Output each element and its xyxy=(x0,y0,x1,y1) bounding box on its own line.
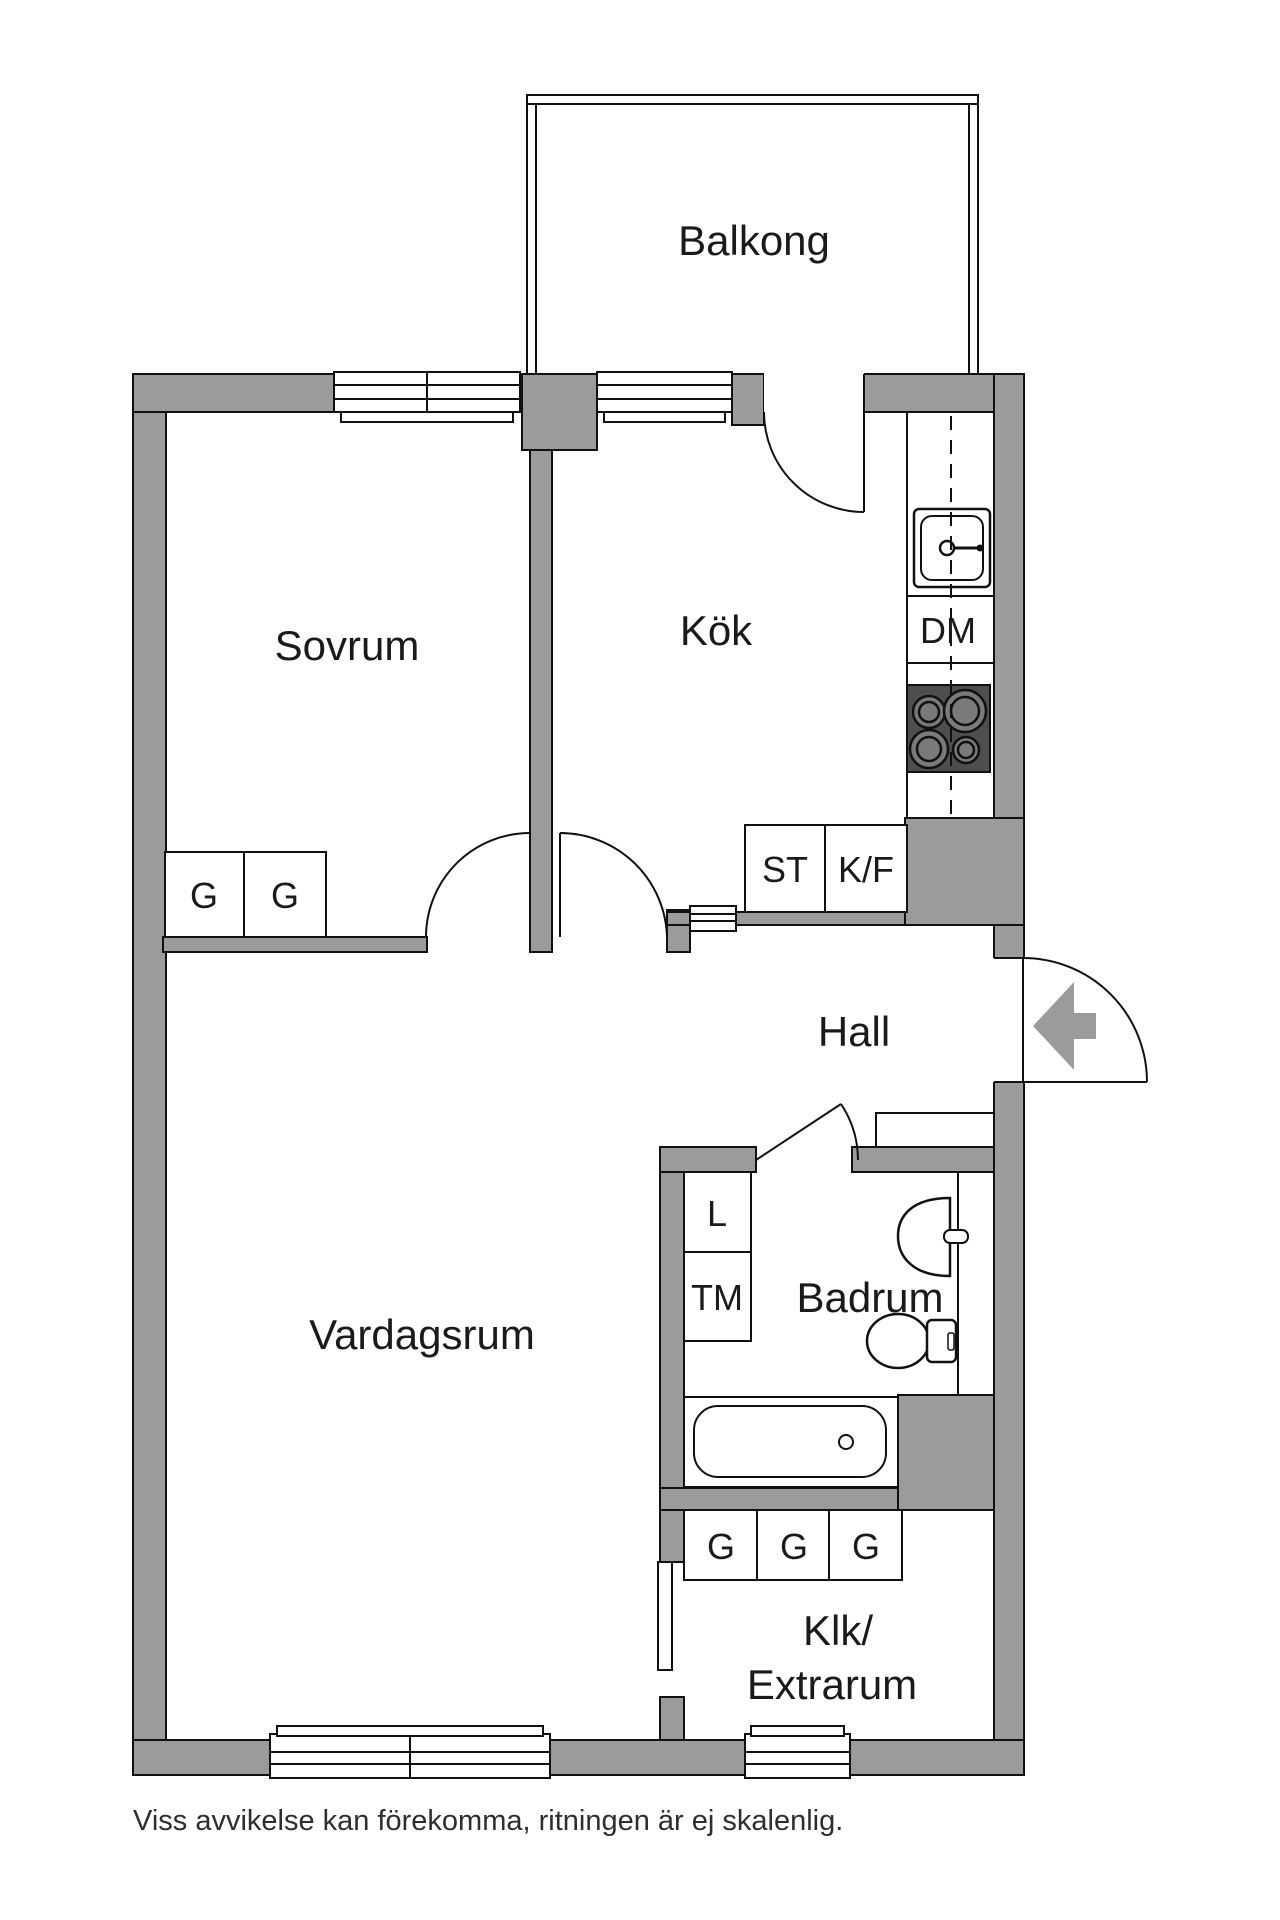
bathtub-icon xyxy=(683,1396,899,1488)
cabinet-boxes xyxy=(164,824,995,1581)
opening-caps xyxy=(863,374,1024,1083)
label-washing-machine: TM xyxy=(691,1277,743,1318)
wall-bedroom-bottom xyxy=(162,936,428,953)
room-label-bedroom: Sovrum xyxy=(275,622,420,669)
wall-pillar-between-windows xyxy=(521,373,598,451)
balcony-door-icon xyxy=(763,411,865,513)
bedroom-wardrobe-box-2 xyxy=(243,851,327,938)
label-wardrobe-2: G xyxy=(271,875,299,916)
room-label-kitchen: Kök xyxy=(680,607,753,654)
closet-window-icon xyxy=(744,1725,851,1779)
wall-bathroom-top-left xyxy=(659,1146,757,1173)
label-wardrobe-5: G xyxy=(852,1526,880,1567)
label-fridge-freezer: K/F xyxy=(838,849,894,890)
wall-pier-balcony-door xyxy=(731,373,765,426)
bedroom-window-icon xyxy=(333,371,521,423)
entry-door-icon xyxy=(1022,957,1148,1083)
pantry-box xyxy=(744,824,826,913)
kitchen-hatch-window-icon xyxy=(689,905,737,932)
wall-bottom xyxy=(132,1739,1025,1776)
room-label-balcony: Balkong xyxy=(678,217,830,264)
label-wardrobe-4: G xyxy=(780,1526,808,1567)
entrance-arrow-icon xyxy=(1033,982,1096,1070)
wall-bathroom-top-right xyxy=(851,1146,995,1173)
bedroom-door-icon xyxy=(425,832,531,938)
linen-closet-box xyxy=(683,1171,752,1253)
toilet-icon xyxy=(865,1312,958,1370)
room-label-closet-1: Klk/ xyxy=(803,1607,873,1654)
label-linen-closet: L xyxy=(707,1193,727,1234)
wall-right-lower xyxy=(993,1081,1025,1776)
label-wardrobe-1: G xyxy=(190,875,218,916)
livingroom-window-icon xyxy=(269,1725,551,1779)
washbasin-icon xyxy=(896,1196,969,1278)
closet-wardrobe-box-2 xyxy=(756,1509,830,1581)
wall-kitchen-corner-block xyxy=(904,817,1025,926)
label-dishwasher: DM xyxy=(920,610,976,651)
kitchen-sink-icon xyxy=(912,507,992,589)
kitchen-window-icon xyxy=(596,371,733,423)
stove-icon xyxy=(906,684,991,773)
closet-door-leaf-icon xyxy=(657,1561,673,1671)
wall-openings xyxy=(764,372,1026,1082)
windows xyxy=(269,371,851,1779)
kitchen-door-icon xyxy=(559,832,668,938)
wall-block-right-of-tub xyxy=(897,1394,995,1511)
entry-door-opening xyxy=(992,958,1026,1082)
closet-wardrobe-box-1 xyxy=(683,1509,758,1581)
room-label-bathroom: Badrum xyxy=(796,1274,943,1321)
balcony-door-opening xyxy=(764,372,864,414)
disclaimer-text: Viss avvikelse kan förekomma, ritningen … xyxy=(133,1805,843,1837)
wall-left xyxy=(132,373,167,1776)
wall-bedroom-kitchen-divider xyxy=(529,449,553,953)
wall-closet-stub xyxy=(659,1696,685,1741)
bathroom-door-icon xyxy=(755,1103,859,1161)
label-pantry: ST xyxy=(762,849,808,890)
room-label-closet-2: Extrarum xyxy=(747,1661,917,1708)
wall-bathroom-bottom xyxy=(659,1487,903,1511)
room-label-hall: Hall xyxy=(818,1008,890,1055)
fridge-freezer-box xyxy=(824,824,908,913)
closet-wardrobe-box-3 xyxy=(828,1509,903,1581)
room-label-livingroom: Vardagsrum xyxy=(309,1311,535,1358)
washing-machine-box xyxy=(683,1251,752,1342)
hall-cabinet-box xyxy=(875,1112,995,1148)
label-wardrobe-3: G xyxy=(707,1526,735,1567)
doors xyxy=(425,411,1148,1161)
